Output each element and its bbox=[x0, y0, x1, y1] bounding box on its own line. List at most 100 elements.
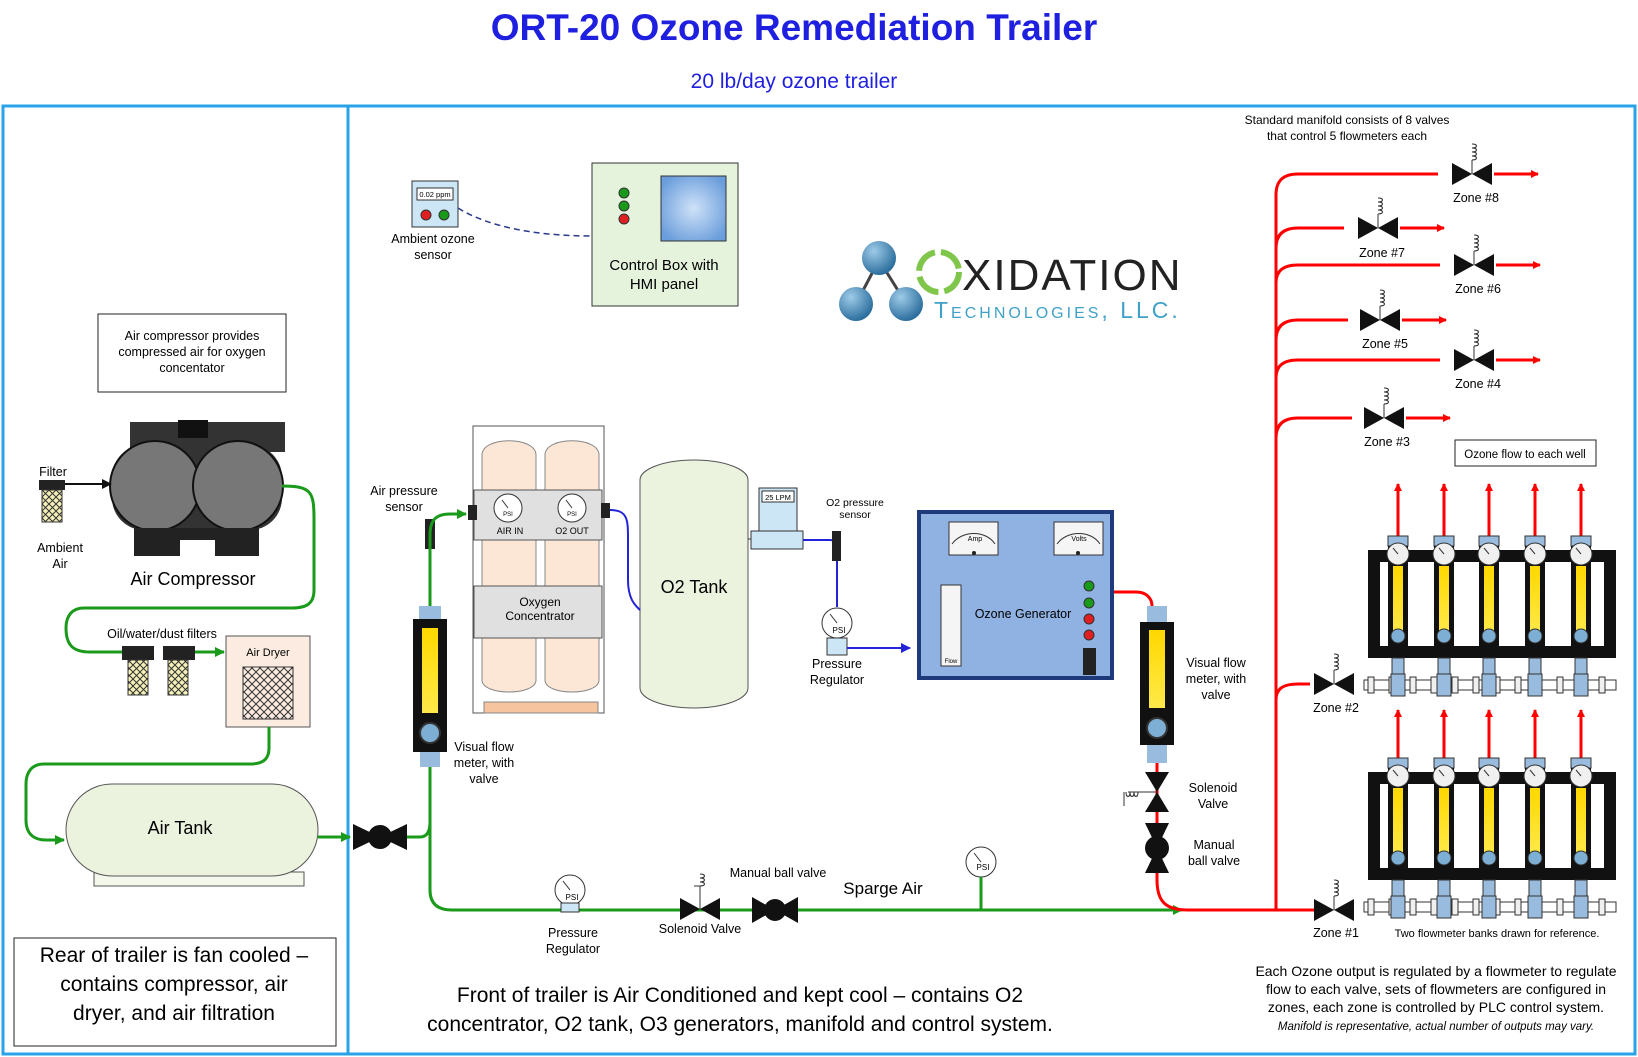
flowmeter-1-2 bbox=[1432, 483, 1456, 681]
flowmeter-1-4 bbox=[1523, 483, 1547, 681]
filter-label: Filter bbox=[39, 465, 67, 479]
o2-lpm-meter bbox=[748, 487, 804, 550]
sparge-air-label: Sparge Air bbox=[843, 879, 923, 898]
zone-output-arrows bbox=[1400, 170, 1541, 422]
ozone-flow-label: Ozone flow to each well bbox=[1464, 449, 1585, 461]
ambient-ozone-label-1: Ambient ozone bbox=[391, 232, 474, 246]
air-in-psi: PSI bbox=[503, 512, 513, 518]
compressor-note-box bbox=[97, 313, 287, 393]
manifold-note-line-1: Each Ozone output is regulated by a flow… bbox=[1255, 963, 1616, 979]
trailer-frame bbox=[1, 104, 1637, 1056]
volts-meter-label: Volts bbox=[1071, 536, 1087, 543]
zone-valve-1-icon bbox=[1314, 879, 1354, 921]
zone-valve-8-icon bbox=[1452, 143, 1492, 185]
air-pipe-compressor-out bbox=[64, 484, 316, 654]
zone-valve-2-icon bbox=[1314, 653, 1354, 695]
o2-lpm-reading: 25 LPM bbox=[765, 493, 791, 502]
rear-note-line-3: dryer, and air filtration bbox=[73, 1002, 275, 1025]
flowmeter-2-1 bbox=[1386, 709, 1410, 903]
air-dryer-label: Air Dryer bbox=[246, 647, 290, 659]
ozone-ball-valve-label-1: Manual bbox=[1194, 838, 1235, 852]
zone-valve-4-icon bbox=[1454, 329, 1494, 371]
ozone-generator-label: Ozone Generator bbox=[975, 607, 1072, 621]
ambient-air-label-1: Ambient bbox=[37, 541, 83, 555]
sparge-regulator-label-1: Pressure bbox=[548, 926, 598, 940]
flowmeter-2-3 bbox=[1477, 709, 1501, 903]
manual-ball-valve-label: Manual ball valve bbox=[730, 866, 827, 880]
ozone-solenoid-label-2: Valve bbox=[1198, 797, 1228, 811]
control-box-label-1: Control Box with bbox=[609, 257, 718, 274]
zone-valve-7-icon bbox=[1358, 197, 1398, 239]
manifold-note-line-2: flow to each valve, sets of flowmeters a… bbox=[1266, 981, 1606, 997]
sparge-solenoid-valve-icon bbox=[680, 873, 720, 920]
air-compressor bbox=[109, 420, 285, 556]
compressor-note-line-3: concentator bbox=[159, 361, 224, 375]
air-pipe-dryer-to-tank bbox=[24, 727, 271, 845]
ozone-flow-meter-label-3: valve bbox=[1201, 688, 1230, 702]
o2-out-psi: PSI bbox=[567, 512, 577, 518]
o2-tank bbox=[639, 459, 749, 709]
manifold-note-italic: Manifold is representative, actual numbe… bbox=[1278, 1021, 1594, 1033]
flowmeter-banks bbox=[1363, 483, 1617, 919]
ozone-flow-meter-label-2: meter, with bbox=[1186, 672, 1246, 686]
sparge-regulator-psi: PSI bbox=[566, 893, 579, 902]
sparge-pressure-regulator-icon bbox=[554, 874, 586, 913]
sensor-signal-line bbox=[457, 207, 593, 237]
o2-out-label: O2 OUT bbox=[555, 526, 589, 536]
intake-filter-icon bbox=[39, 480, 65, 523]
zone-valve-6-icon bbox=[1454, 234, 1494, 276]
amp-meter-label: Amp bbox=[968, 536, 983, 543]
air-dryer-mesh bbox=[242, 666, 294, 720]
distribution-pipe-2 bbox=[1363, 895, 1617, 919]
manifold-header-line-2: that control 5 flowmeters each bbox=[1267, 129, 1427, 143]
ambient-ozone-label-2: sensor bbox=[414, 248, 452, 262]
flow-indicator-label: Flow bbox=[945, 659, 958, 665]
sparge-pressure-gauge-icon bbox=[965, 846, 997, 910]
o2-pipe-meter-to-regulator bbox=[803, 539, 838, 607]
ozone-flow-label-box bbox=[1454, 439, 1597, 467]
oxygen-concentrator bbox=[468, 425, 610, 714]
manifold-header-line-1: Standard manifold consists of 8 valves bbox=[1245, 113, 1450, 127]
front-note-line-2: concentrator, O2 tank, O3 generators, ma… bbox=[427, 1013, 1053, 1036]
o2-pipe-concentrator-to-tank bbox=[609, 509, 641, 611]
rear-note-box bbox=[13, 937, 337, 1047]
ozone-flow-meter-label-1: Visual flow bbox=[1186, 656, 1246, 670]
oxidation-logo-icon bbox=[839, 241, 962, 321]
distribution-pipe-1 bbox=[1363, 673, 1617, 697]
logo-sub-text: Technologies, LLC. bbox=[934, 297, 1181, 323]
logo-main-text: XIDATION bbox=[962, 251, 1183, 300]
air-flow-meter-label-1: Visual flow bbox=[454, 740, 514, 754]
flowmeter-2-2 bbox=[1432, 709, 1456, 903]
page-title: ORT-20 Ozone Remediation Trailer bbox=[491, 7, 1098, 48]
banks-label: Two flowmeter banks drawn for reference. bbox=[1395, 928, 1600, 940]
ozone-ball-valve-label-2: ball valve bbox=[1188, 854, 1240, 868]
oil-water-filter-2-icon bbox=[163, 646, 195, 696]
flowmeter-1-5 bbox=[1569, 483, 1593, 681]
ambient-ozone-sensor bbox=[411, 180, 459, 228]
flowmeter-1-3 bbox=[1477, 483, 1501, 681]
air-in-label: AIR IN bbox=[497, 526, 524, 536]
zone-2-label: Zone #2 bbox=[1313, 701, 1359, 715]
sparge-solenoid-label: Solenoid Valve bbox=[659, 922, 742, 936]
o2-pressure-sensor-label-2: sensor bbox=[839, 509, 871, 521]
air-pressure-sensor-label-2: sensor bbox=[385, 500, 423, 514]
control-box bbox=[591, 162, 739, 307]
flowmeter-bank-1 bbox=[1363, 483, 1617, 697]
ozone-flow-meter bbox=[1140, 606, 1174, 763]
front-note-line-1: Front of trailer is Air Conditioned and … bbox=[457, 984, 1023, 1007]
o2-pressure-sensor-icon bbox=[832, 531, 841, 561]
ozone-generator bbox=[917, 510, 1114, 680]
zone-6-label: Zone #6 bbox=[1455, 282, 1501, 296]
compressor-note-line-2: compressed air for oxygen bbox=[118, 345, 265, 359]
zone-5-label: Zone #5 bbox=[1362, 337, 1408, 351]
air-tank bbox=[65, 783, 319, 887]
flowmeter-2-5 bbox=[1569, 709, 1593, 903]
zone-valve-5-icon bbox=[1360, 289, 1400, 331]
ozone-ball-valve-icon bbox=[1145, 823, 1169, 873]
zone-8-label: Zone #8 bbox=[1453, 191, 1499, 205]
air-compressor-label: Air Compressor bbox=[130, 569, 255, 589]
filters-label: Oil/water/dust filters bbox=[107, 627, 217, 641]
flowmeter-bank-2 bbox=[1363, 709, 1617, 919]
